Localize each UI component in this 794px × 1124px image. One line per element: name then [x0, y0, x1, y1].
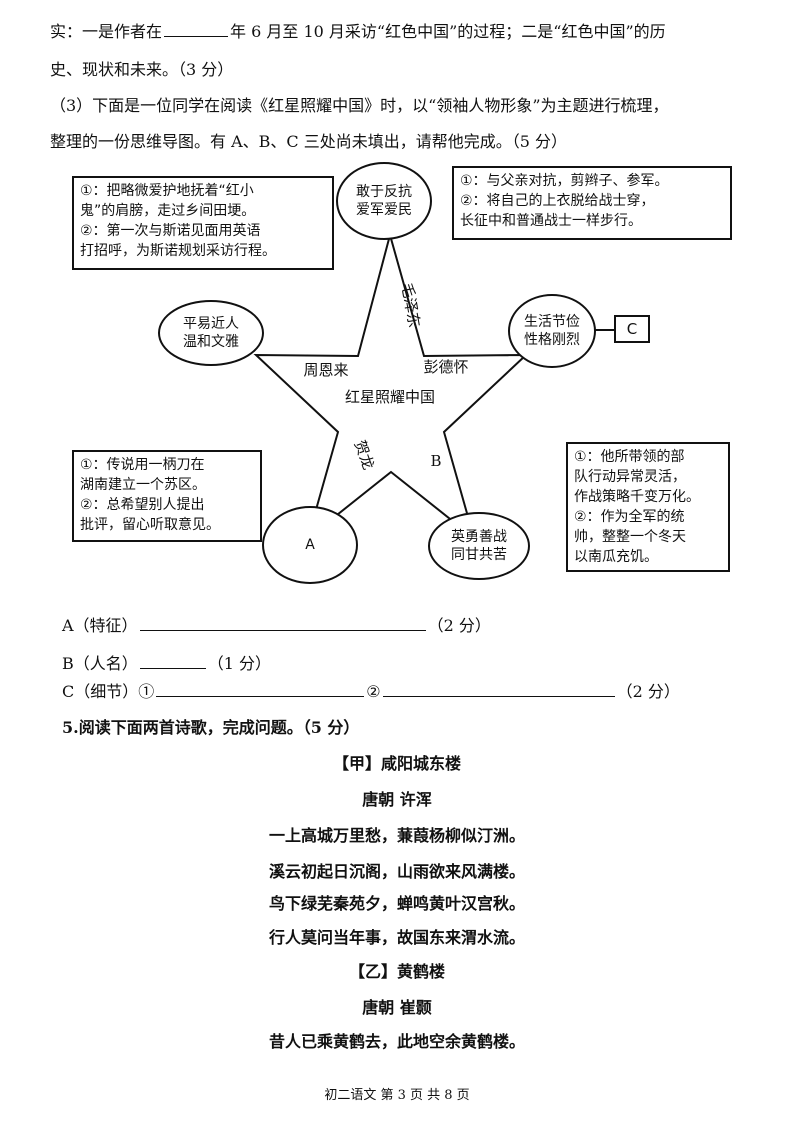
- answer-a-score: （2 分）: [427, 616, 491, 635]
- poem2-author: 唐朝 崔颢: [362, 998, 432, 1017]
- box-bottom-right: ①：他所带领的部 队行动异常灵活， 作战策略千变万化。 ②：作为全军的统 帅，整…: [566, 442, 730, 572]
- question3-line-1: （3）下面是一位同学在阅读《红星照耀中国》时，以“领袖人物形象”为主题进行梳理，: [50, 96, 669, 115]
- box-bottom-left-line: 湖南建立一个苏区。: [80, 477, 206, 493]
- box-top-right-line: ①：与父亲对抗，剪辫子、参军。: [460, 173, 669, 189]
- poem1-line: 鸟下绿芜秦苑夕，蝉鸣黄叶汉宫秋。: [268, 894, 525, 913]
- box-bottom-right-line: 以南瓜充饥。: [574, 549, 658, 565]
- answer-c-mid: ②: [366, 682, 381, 701]
- box-bottom-left: ①：传说用一柄刀在 湖南建立一个苏区。 ②：总希望别人提出 批评，留心听取意见。: [72, 450, 262, 542]
- box-top-right: ①：与父亲对抗，剪辫子、参军。 ②：将自己的上衣脱给战士穿， 长征中和普通战士一…: [452, 166, 732, 240]
- question5-heading: 5.阅读下面两首诗歌，完成问题。（5 分）: [62, 718, 360, 737]
- box-top-right-line: ②：将自己的上衣脱给战士穿，: [460, 193, 655, 209]
- box-bottom-right-line: 作战策略千变万化。: [574, 489, 700, 505]
- box-bottom-left-line: ②：总希望别人提出: [80, 497, 205, 513]
- box-top-left: ①：把略微爱护地抚着“红小 鬼”的肩膀，走过乡间田埂。 ②：第一次与斯诺见面用英…: [72, 176, 334, 270]
- answer-a-line: A（特征） （2 分）: [62, 612, 491, 636]
- poem1-author: 唐朝 许浑: [362, 790, 432, 809]
- mind-map-star: 毛泽东 周恩来 彭德怀 红星照耀中国 贺龙 B: [253, 231, 614, 541]
- c-box: C: [614, 315, 650, 343]
- intro-text-a: 实：一是作者在: [50, 22, 163, 41]
- mind-map: 毛泽东 周恩来 彭德怀 红星照耀中国 贺龙 B 敢于反抗 爱军爱民 平易近人 温…: [0, 160, 794, 600]
- oval-a: A: [262, 506, 358, 584]
- answer-c-line: C（细节）① ② （2 分）: [62, 678, 680, 702]
- poem1-line: 一上高城万里愁，蒹葭杨柳似汀洲。: [268, 826, 525, 845]
- answer-c-blank-2[interactable]: [382, 682, 615, 697]
- poem2-title: 【乙】黄鹤楼: [348, 962, 445, 981]
- star-center-label: 红星照耀中国: [345, 388, 435, 406]
- oval-right: 生活节俭 性格刚烈: [508, 294, 596, 368]
- answer-b-score: （1 分）: [207, 654, 272, 673]
- answer-b-label: B（人名）: [62, 654, 138, 673]
- year-blank[interactable]: [164, 22, 229, 37]
- box-top-left-line: ①：把略微爱护地抚着“红小: [80, 183, 254, 199]
- answer-b-blank[interactable]: [139, 654, 206, 669]
- star-left-label: 周恩来: [303, 361, 348, 379]
- box-bottom-right-line: 帅，整整一个冬天: [574, 529, 686, 545]
- c-box-label: C: [626, 320, 638, 338]
- intro-line-1: 实：一是作者在 年 6 月至 10 月采访“红色中国”的过程；二是“红色中国”的历: [50, 18, 666, 42]
- answer-a-blank[interactable]: [139, 616, 426, 631]
- box-bottom-right-line: 队行动异常灵活，: [574, 469, 686, 485]
- poem1-title: 【甲】咸阳城东楼: [332, 754, 461, 773]
- box-top-left-line: 打招呼，为斯诺规划采访行程。: [80, 243, 276, 259]
- answer-b-line: B（人名） （1 分）: [62, 650, 271, 674]
- intro-line-2: 史、现状和未来。（3 分）: [50, 60, 234, 79]
- box-top-left-line: ②：第一次与斯诺见面用英语: [80, 223, 261, 239]
- star-shape: [253, 231, 529, 541]
- question3-line-2: 整理的一份思维导图。有 A、B、C 三处尚未填出，请帮他完成。（5 分）: [50, 132, 567, 151]
- box-top-right-line: 长征中和普通战士一样步行。: [460, 213, 642, 229]
- oval-top: 敢于反抗 爱军爱民: [336, 162, 432, 240]
- answer-c-blank-1[interactable]: [156, 682, 365, 697]
- page-footer: 初二语文 第 3 页 共 8 页: [324, 1088, 470, 1103]
- poem1-line: 溪云初起日沉阁，山雨欲来风满楼。: [268, 862, 525, 881]
- star-bottom-right-label: B: [430, 452, 441, 470]
- star-right-label: 彭德怀: [423, 358, 468, 376]
- box-bottom-left-line: ①：传说用一柄刀在: [80, 457, 205, 473]
- answer-c-score: （2 分）: [616, 682, 680, 701]
- box-bottom-left-line: 批评，留心听取意见。: [80, 517, 220, 533]
- answer-c-label: C（细节）①: [62, 682, 155, 701]
- box-bottom-right-line: ①：他所带领的部: [574, 449, 685, 465]
- oval-left: 平易近人 温和文雅: [158, 300, 264, 366]
- poem1-line: 行人莫问当年事，故国东来渭水流。: [268, 928, 525, 947]
- answer-a-label: A（特征）: [62, 616, 138, 635]
- poem2-line: 昔人已乘黄鹤去，此地空余黄鹤楼。: [268, 1032, 525, 1051]
- intro-text-b: 年 6 月至 10 月采访“红色中国”的过程；二是“红色中国”的历: [230, 22, 666, 41]
- box-top-left-line: 鬼”的肩膀，走过乡间田埂。: [80, 203, 256, 219]
- box-bottom-right-line: ②：作为全军的统: [574, 509, 685, 525]
- oval-bottom-right: 英勇善战 同甘共苦: [428, 512, 530, 580]
